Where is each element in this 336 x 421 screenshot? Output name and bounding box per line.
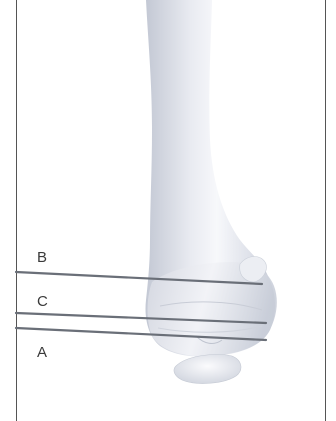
patella-bone <box>174 354 241 383</box>
label-c: C <box>37 294 48 309</box>
label-b: B <box>37 250 47 265</box>
label-a: A <box>37 345 47 360</box>
femur-bone <box>146 0 277 357</box>
